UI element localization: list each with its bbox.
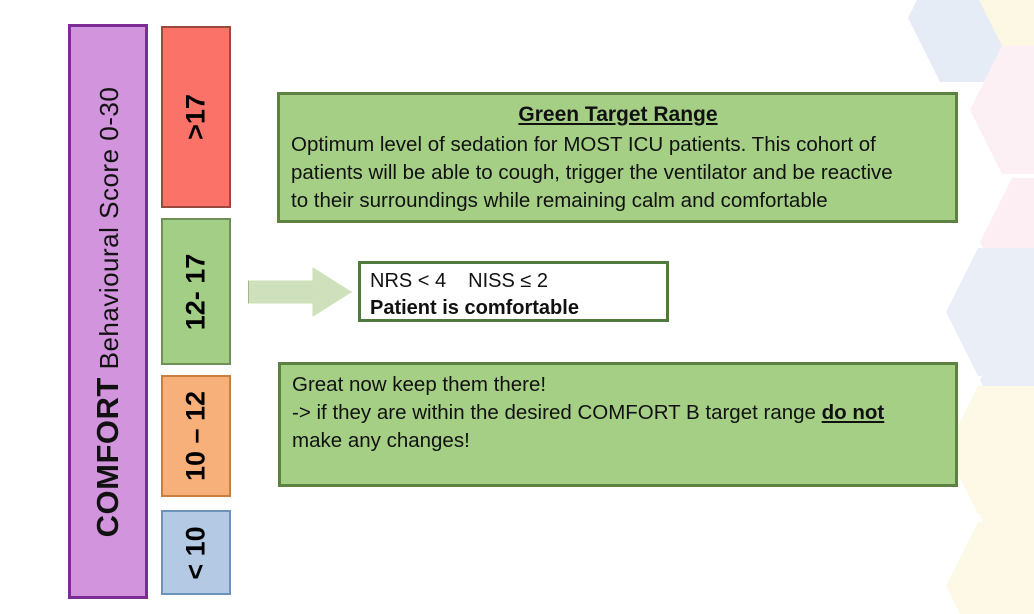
axis-band-label: COMFORT Behavioural Score 0-30 bbox=[90, 86, 126, 537]
axis-band-label-light: Behavioural Score 0-30 bbox=[94, 86, 124, 377]
niss-criterion: NISS ≤ 2 bbox=[468, 270, 549, 292]
comfort-score-axis-band: COMFORT Behavioural Score 0-30 bbox=[68, 24, 148, 599]
score-chip-label: 12- 17 bbox=[180, 253, 211, 330]
keep-in-range-emphasis: do not bbox=[821, 401, 885, 425]
score-chip-under-10: < 10 bbox=[161, 510, 231, 595]
green-target-range-line: to their surroundings while remaining ca… bbox=[291, 188, 828, 212]
hexagon-shape bbox=[946, 248, 1034, 376]
hexagon-shape bbox=[970, 0, 1034, 46]
hexagon-shape bbox=[980, 178, 1034, 306]
green-target-range-line: Optimum level of sedation for MOST ICU p… bbox=[291, 132, 876, 156]
assessment-criteria-line: NRS < 4 NISS ≤ 2 bbox=[370, 268, 666, 295]
hexagon-shape bbox=[980, 452, 1034, 580]
score-chip-label: >17 bbox=[180, 94, 211, 140]
green-target-range-panel: Green Target Range Optimum level of seda… bbox=[277, 92, 958, 223]
keep-in-range-line: Great now keep them there! bbox=[292, 373, 547, 396]
nrs-criterion: NRS < 4 bbox=[370, 270, 447, 292]
score-chip-label: < 10 bbox=[180, 525, 211, 580]
axis-band-label-strong: COMFORT bbox=[90, 376, 125, 537]
hexagon-shape bbox=[908, 0, 1034, 82]
keep-in-range-line: -> if they are within the desired COMFOR… bbox=[292, 399, 945, 427]
keep-in-range-line: make any changes! bbox=[292, 429, 470, 453]
hexagon-shape bbox=[946, 522, 1034, 614]
keep-in-range-text: -> if they are within the desired COMFOR… bbox=[292, 401, 822, 425]
green-target-range-title: Green Target Range bbox=[518, 103, 718, 126]
hexagon-shape bbox=[946, 386, 1034, 514]
score-chip-12-17: 12- 17 bbox=[161, 218, 231, 365]
keep-in-range-panel: Great now keep them there! -> if they ar… bbox=[278, 362, 958, 487]
score-chip-label: 10 – 12 bbox=[180, 390, 211, 482]
green-target-range-body: Optimum level of sedation for MOST ICU p… bbox=[291, 131, 945, 215]
right-arrow-icon bbox=[248, 267, 352, 317]
score-chip-10-12: 10 – 12 bbox=[161, 375, 231, 497]
score-chip-above-17: >17 bbox=[161, 26, 231, 208]
assessment-verdict: Patient is comfortable bbox=[370, 297, 579, 319]
hexagon-shape bbox=[970, 46, 1034, 174]
comfort-assessment-box: NRS < 4 NISS ≤ 2 Patient is comfortable bbox=[358, 261, 669, 322]
hexagon-shape bbox=[980, 316, 1034, 444]
green-target-range-line: patients will be able to cough, trigger … bbox=[291, 160, 893, 184]
